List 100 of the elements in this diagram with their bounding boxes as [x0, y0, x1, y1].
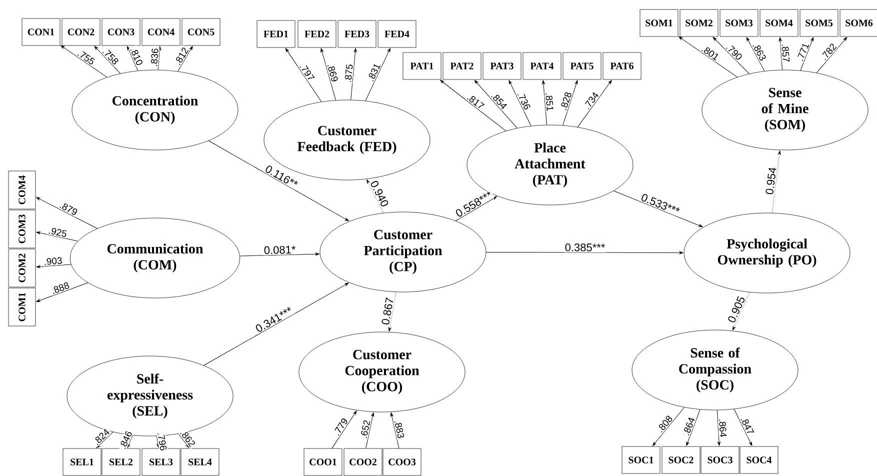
- indicator-box: CON4: [142, 18, 180, 46]
- indicator-box: SOM2: [680, 9, 718, 37]
- loading-arrow: [285, 48, 322, 102]
- loading-arrow: [36, 197, 98, 229]
- edge-label: .652: [358, 418, 372, 440]
- edge-label: .864: [681, 415, 697, 438]
- edge-label: .828: [558, 90, 574, 112]
- loading-arrow: [577, 80, 612, 128]
- indicator-box: COO3: [382, 448, 422, 476]
- indicator-box: SEL4: [180, 448, 220, 476]
- loading-arrow: [717, 410, 720, 446]
- indicator-box: COM1: [8, 288, 36, 326]
- edge-label: .925: [46, 226, 69, 239]
- loading-arrow: [156, 436, 160, 448]
- edge-label: .875: [343, 62, 354, 84]
- path-arrow: [240, 252, 320, 256]
- loading-arrow: [652, 407, 685, 446]
- loading-arrow: [158, 46, 162, 70]
- indicator-box: FED1: [256, 20, 296, 48]
- loading-arrow: [36, 231, 78, 242]
- loading-arrow: [390, 412, 400, 449]
- path-arrow: [732, 292, 750, 330]
- edge-label: 0.867: [380, 296, 395, 326]
- loading-arrow: [36, 264, 72, 268]
- loading-arrow: [320, 48, 336, 100]
- loading-arrow: [440, 80, 506, 132]
- edge-label: .864: [718, 418, 728, 438]
- edge-label: .831: [366, 61, 382, 84]
- edge-label: 0.940: [368, 178, 391, 210]
- loading-arrow: [562, 80, 578, 126]
- indicator-box: SEL1: [62, 448, 102, 476]
- path-arrow: [772, 150, 781, 214]
- edge-label: .797: [298, 61, 316, 84]
- edge-label: .758: [100, 46, 121, 67]
- indicator-box: SOM5: [800, 9, 838, 37]
- edge-label: .888: [49, 280, 72, 296]
- path-arrow: [208, 140, 349, 222]
- indicator-box: FED4: [378, 20, 416, 48]
- path-arrow: [486, 251, 684, 254]
- edge-label: .846: [118, 428, 134, 452]
- edge-label: .836: [149, 46, 160, 68]
- edge-label: .883: [392, 418, 406, 440]
- loading-arrow: [365, 48, 390, 102]
- indicator-box: PAT4: [522, 52, 562, 80]
- loading-arrow: [94, 46, 121, 74]
- indicator-box: PAT1: [402, 52, 442, 80]
- loading-arrow: [678, 36, 738, 78]
- indicator-box: SOC1: [622, 446, 660, 474]
- loading-arrow: [332, 410, 357, 449]
- loading-arrow: [746, 37, 765, 72]
- indicator-box: COM3: [8, 210, 36, 248]
- edge-label: .801: [699, 44, 722, 62]
- indicator-box: CON3: [102, 18, 140, 46]
- path-arrow: [613, 190, 703, 228]
- edge-label: 0.954: [764, 166, 778, 196]
- edge-label: 0.905: [726, 294, 747, 325]
- indicator-box: PAT3: [482, 52, 522, 80]
- indicator-box: PAT5: [562, 52, 602, 80]
- indicator-box: SOM4: [760, 9, 798, 37]
- indicator-box: SOC2: [662, 446, 700, 474]
- edge-label: 0.533***: [638, 192, 682, 217]
- edge-label: .847: [738, 414, 756, 437]
- edge-label: .857: [780, 42, 791, 64]
- loading-arrow: [127, 46, 138, 71]
- loading-arrow: [60, 45, 108, 78]
- loading-arrow: [36, 282, 88, 302]
- edge-label: .879: [57, 200, 80, 218]
- indicator-box: FED2: [298, 20, 336, 48]
- indicator-box: SEL2: [102, 448, 140, 476]
- indicator-box: SOM3: [720, 9, 758, 37]
- edge-label: .903: [42, 256, 64, 266]
- loading-arrow: [178, 434, 190, 448]
- loading-arrow: [686, 409, 700, 446]
- indicator-box: SOM1: [640, 9, 678, 37]
- path-arrow: [388, 292, 396, 332]
- edge-label: .771: [795, 40, 811, 64]
- indicator-box: FED3: [338, 20, 376, 48]
- edge-label: .862: [178, 427, 198, 450]
- edge-label: .810: [128, 45, 145, 68]
- indicator-box: CON5: [182, 18, 220, 46]
- edge-label: 0.385***: [564, 242, 606, 252]
- loading-arrow: [178, 46, 193, 72]
- edge-label: .854: [489, 90, 510, 112]
- loading-arrow: [474, 80, 518, 128]
- edge-label: .869: [326, 62, 340, 84]
- path-arrow: [455, 196, 497, 222]
- edge-label: .863: [750, 40, 768, 63]
- loading-arrow: [816, 37, 848, 74]
- loading-arrow: [350, 48, 357, 100]
- loading-arrow: [800, 37, 814, 71]
- edge-label: .796: [156, 430, 168, 452]
- indicator-box: COO1: [304, 448, 342, 476]
- indicator-box: SOC4: [740, 446, 778, 474]
- edge-label: .824: [90, 426, 112, 448]
- loading-arrow: [542, 80, 548, 126]
- indicator-box: SOM6: [840, 9, 877, 37]
- indicator-box: CON1: [22, 18, 60, 46]
- edge-label: .790: [724, 42, 744, 62]
- edge-label: .755: [75, 48, 98, 67]
- indicator-box: PAT6: [602, 52, 642, 80]
